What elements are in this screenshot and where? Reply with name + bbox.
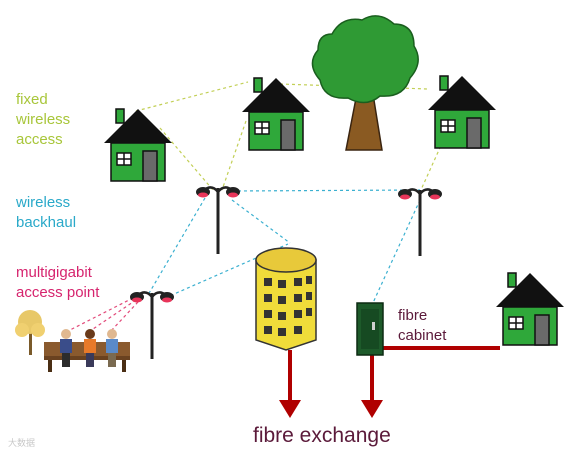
fibre-links	[279, 346, 500, 418]
multigigabit-access-point-label: multigigabit access point	[16, 263, 99, 303]
autumn-tree-icon	[15, 310, 45, 355]
exchange-arrow-right	[361, 400, 383, 418]
house-icon	[495, 272, 565, 346]
house-icon	[103, 108, 173, 182]
tree-icon	[311, 15, 419, 151]
wireless-backhaul-label: wireless backhaul	[16, 193, 76, 233]
wireless-backhaul-links	[147, 189, 421, 306]
exchange-arrow-left	[279, 400, 301, 418]
access-point-links	[69, 297, 139, 333]
watermark: 大数据	[8, 439, 36, 449]
label-line: wireless	[16, 111, 71, 128]
office-building-icon	[255, 247, 317, 351]
park-bench-people-icon	[44, 329, 130, 372]
fibre-exchange-label: fibre exchange	[253, 424, 391, 447]
label-line: cabinet	[398, 327, 447, 344]
label-line: backhaul	[16, 214, 77, 231]
label-line: fibre	[398, 307, 428, 324]
label-line: access point	[16, 284, 100, 301]
fixed-wireless-access-label: fixed wireless access	[16, 90, 70, 150]
label-line: access	[16, 131, 63, 148]
house-icon	[427, 75, 497, 149]
label-line: multigigabit	[16, 264, 92, 281]
label-line: wireless	[16, 194, 71, 211]
street-light-icon	[396, 187, 444, 258]
street-light-icon	[194, 185, 242, 256]
house-icon	[241, 77, 311, 151]
street-light-icon	[128, 290, 176, 361]
fibre-cabinet-label: fibre cabinet	[398, 306, 446, 346]
fibre-cabinet-icon	[356, 302, 384, 356]
label-line: fixed	[16, 91, 48, 108]
